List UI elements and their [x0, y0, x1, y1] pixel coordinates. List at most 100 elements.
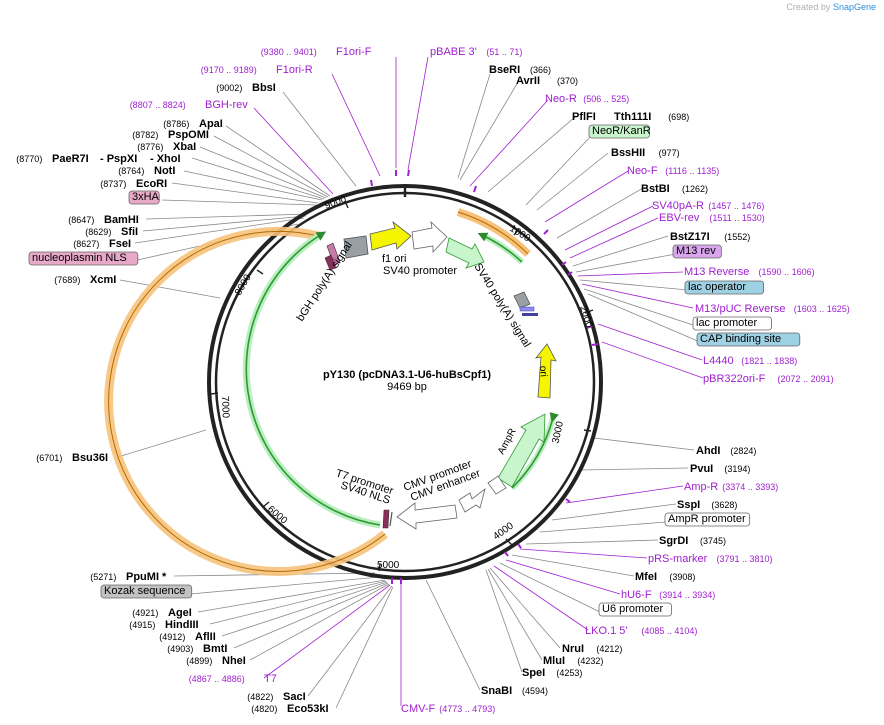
- sv40-nls-mark: [382, 509, 390, 529]
- label-ampprom: AmpR promoter: [664, 512, 751, 527]
- lac-operator-mark: [519, 306, 535, 312]
- credit-prefix: Created by: [786, 2, 831, 12]
- label-bstbi: BstBI(1262): [641, 183, 708, 195]
- pflfi-name: PflFI: [572, 111, 596, 123]
- hu6-f-position: (3914 .. 3934): [659, 590, 715, 600]
- tick-label-3000: 3000: [551, 420, 566, 444]
- cap-site-mark: [522, 313, 538, 316]
- label-lko1: LKO.1 5'(4085 .. 4104): [585, 625, 697, 637]
- cap-box: [696, 332, 801, 347]
- label-sgrdi: SgrDI (3745): [659, 535, 726, 547]
- 3xha-name: 3xHA: [132, 191, 160, 203]
- label-xcmi: XcmI(7689): [54, 274, 116, 286]
- label-m13rev: M13 rev: [672, 244, 722, 259]
- label-ahdi: AhdI (2824): [696, 445, 756, 457]
- tick-label-2000: 2000: [577, 305, 594, 330]
- label-pvui: PvuI(3194): [690, 463, 750, 475]
- l4440-position: (1821 .. 1838): [741, 356, 797, 366]
- apai-name: ApaI: [199, 118, 223, 130]
- bgh-rev-position: (8807 .. 8824): [130, 100, 186, 110]
- spei-name: SpeI: [522, 667, 545, 679]
- t7-promoter-mark: [389, 511, 393, 527]
- label-apai: ApaI(8786): [163, 118, 223, 130]
- neokan-name: NeoR/KanR: [592, 125, 651, 137]
- bmti-position: (4903): [167, 644, 193, 654]
- label-nrui: NruI(4212): [562, 643, 622, 655]
- mfei-name: MfeI: [635, 571, 657, 583]
- primer-ticks: [370, 169, 599, 584]
- neokan-box: [588, 124, 650, 139]
- saci-name: SacI: [283, 691, 306, 703]
- nrui-position: (4212): [596, 644, 622, 654]
- tick-label-7000: 7000: [219, 396, 231, 419]
- outer-labels: F1ori-F(9380 .. 9401)pBABE 3'(51 .. 71)F…: [16, 46, 849, 715]
- snabi-name: SnaBI: [481, 685, 512, 697]
- tick-label-8000: 8000: [233, 272, 254, 297]
- ori-arrow: [535, 343, 557, 399]
- paer7i-position: (8770): [16, 154, 42, 164]
- hindiii-position: (4915): [129, 620, 155, 630]
- lacprom-name: lac promoter: [696, 317, 757, 329]
- label-bsu36i: Bsu36I(6701): [36, 452, 108, 464]
- xbai-name: XbaI: [173, 141, 196, 153]
- sgrdi-position: (3745): [700, 536, 726, 546]
- label-pbr322: pBR322ori-F(2072 .. 2091): [703, 373, 834, 385]
- label-ecori: EcoRI(8737): [100, 178, 167, 190]
- ahdi-position: (2824): [730, 446, 756, 456]
- agei-name: AgeI: [168, 607, 192, 619]
- label-bsshii: BssHII(977): [611, 147, 680, 159]
- lacop-box: [684, 280, 764, 295]
- prs-position: (3791 .. 3810): [717, 554, 773, 564]
- bgh-rev-name: BGH-rev: [205, 99, 248, 111]
- label-agei: AgeI (4921): [132, 607, 192, 619]
- avrii-name: AvrII: [516, 75, 540, 87]
- kozak-box: [100, 584, 193, 599]
- bsu36i-name: Bsu36I: [72, 452, 108, 464]
- u6prom-name: U6 promoter: [602, 603, 663, 615]
- label-prs: pRS-marker (3791 .. 3810): [648, 553, 773, 565]
- hu6-f-name: hU6-F: [621, 589, 652, 601]
- pbr322-position: (2072 .. 2091): [778, 374, 834, 384]
- bamhi-position: (8647): [68, 215, 94, 225]
- ppumi-name: PpuMI *: [126, 571, 167, 583]
- nls-name: nucleoplasmin NLS: [32, 252, 127, 264]
- ahdi-name: AhdI: [696, 445, 720, 457]
- f1ori-f-position: (9380 .. 9401): [261, 47, 317, 57]
- tth111i-name: Tth111I: [614, 111, 651, 123]
- neo-f-position: (1116 .. 1135): [665, 166, 719, 176]
- label-cmv-f: CMV-F(4773 .. 4793): [401, 703, 495, 715]
- agei-position: (4921): [132, 608, 158, 618]
- leader-lines: [117, 56, 704, 709]
- label-bmti: BmtI(4903): [167, 643, 227, 655]
- snapgene-logo: SnapGene: [832, 2, 876, 12]
- neo-f-name: Neo-F: [627, 165, 658, 177]
- label-kozak: Kozak sequence: [100, 584, 193, 599]
- prs-name: pRS-marker: [648, 553, 708, 565]
- label-xbai: XbaI (8776): [137, 141, 196, 153]
- cpf1-orf-outline: [108, 230, 386, 572]
- hindiii-name: HindIII: [165, 619, 199, 631]
- label-l4440: L4440(1821 .. 1838): [703, 355, 797, 367]
- label-bgh-rev: BGH-rev (8807 .. 8824): [130, 99, 249, 111]
- xbai-position: (8776): [137, 142, 163, 152]
- neor-arrow: [445, 237, 485, 269]
- ampprom-box: [664, 512, 751, 527]
- bseri-position: (366): [530, 65, 551, 75]
- sfii-name: SfiI: [121, 226, 138, 238]
- sgrdi-name: SgrDI: [659, 535, 688, 547]
- psp0mi-name: PspOMI: [168, 129, 209, 141]
- ecori-name: EcoRI: [136, 178, 167, 190]
- label-cap: CAP binding site: [696, 332, 801, 347]
- label-tth111i: Tth111I(698): [614, 111, 689, 123]
- ampr-green-line: [511, 412, 559, 489]
- label-sv40pa-r: SV40pA-R(1457 .. 1476): [652, 200, 764, 212]
- sv40-promoter-label: SV40 promoter: [383, 265, 457, 277]
- cmv-enhancer-arrow: [396, 502, 458, 530]
- label-f1ori-f: F1ori-F(9380 .. 9401): [261, 46, 372, 58]
- label-pspxi: - PspXI: [100, 153, 137, 165]
- cap-name: CAP binding site: [700, 333, 781, 345]
- label-amp-r: Amp-R(3374 .. 3393): [684, 481, 778, 493]
- ebv-rev-name: EBV-rev: [659, 212, 700, 224]
- pvui-position: (3194): [724, 464, 750, 474]
- nls-box: [28, 251, 139, 266]
